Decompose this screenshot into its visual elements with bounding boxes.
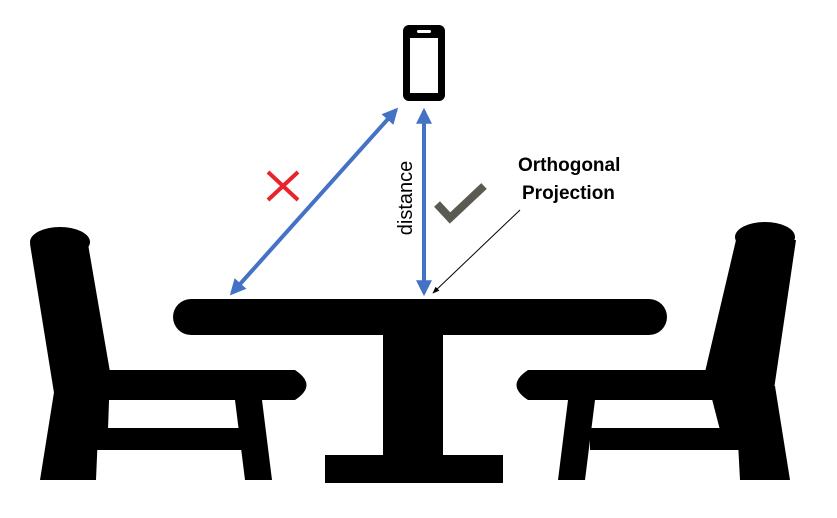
right-chair-seat (516, 370, 770, 400)
phone-speaker (417, 30, 431, 33)
diagonal-distance-arrow (229, 107, 399, 296)
right-chair-crossbar (590, 428, 740, 450)
left-chair-front-leg (235, 400, 272, 480)
table-pedestal (383, 325, 443, 460)
right-chair-front-leg (558, 400, 595, 480)
left-chair-seat (60, 370, 307, 400)
table-base (325, 455, 503, 483)
distance-label: distance (395, 161, 417, 236)
left-chair (30, 227, 307, 480)
table (173, 299, 667, 483)
right-chair (516, 222, 796, 480)
phone-screen (410, 38, 438, 93)
annotation-pointer-arrow (432, 209, 521, 294)
annotation-line-1: Orthogonal (518, 155, 620, 176)
check-mark-icon (434, 183, 487, 224)
cross-mark-icon (266, 170, 300, 202)
left-chair-crossbar (92, 428, 242, 450)
right-chair-back-leg (735, 386, 790, 480)
annotation-line-2: Projection (522, 183, 615, 204)
table-top (173, 299, 667, 335)
left-chair-back-leg (40, 386, 100, 480)
smartphone-icon (403, 25, 445, 101)
